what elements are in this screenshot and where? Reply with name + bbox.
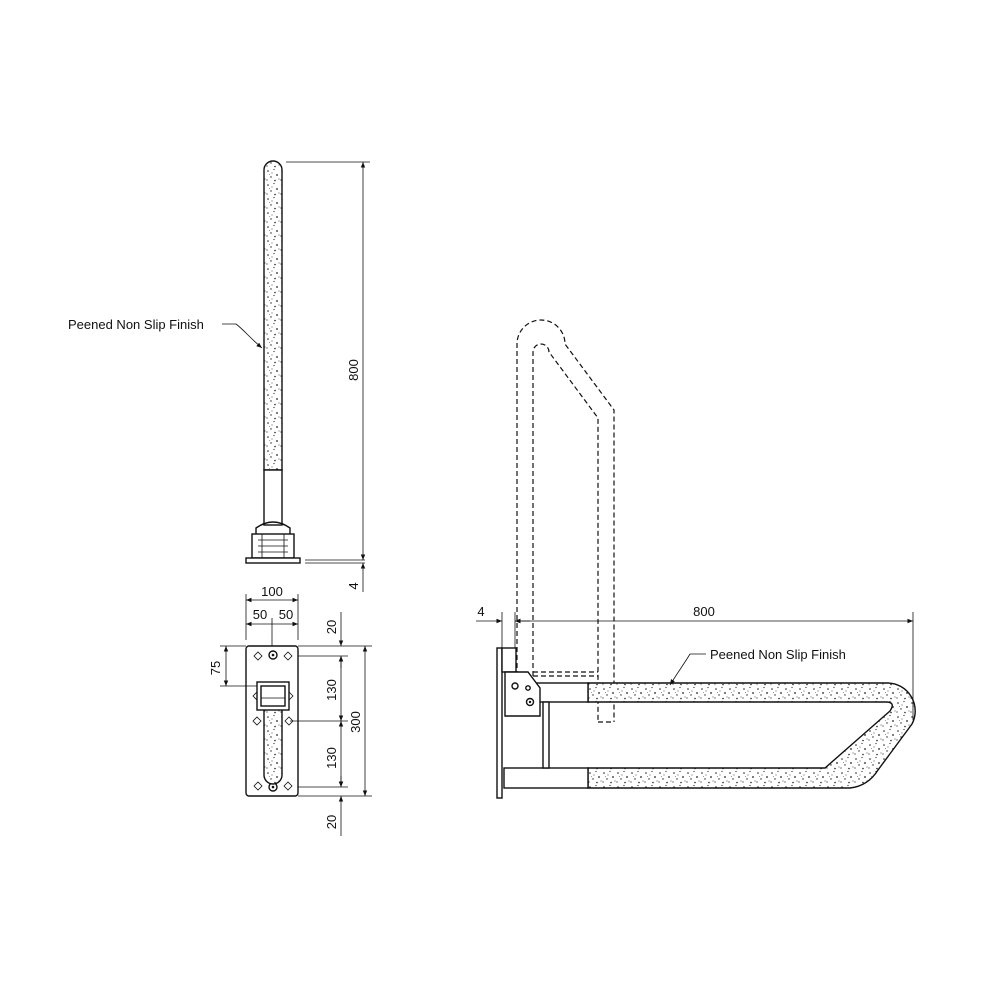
dim-plate-bottom-margin: 20 [324,815,339,829]
plate-screw-tr [283,651,293,661]
arm-wall-plate [496,647,503,799]
plate-view: 100 50 50 75 20 130 130 20 300 [208,584,372,836]
plate-slot [263,699,283,785]
dim-arm-length: 800 [693,604,715,619]
arm-hinge-bracket [504,671,541,717]
arm-tube-plain-lower [503,767,589,789]
dim-plate-total: 300 [348,711,363,733]
plate-screw-br [283,781,293,791]
leader-finish-right [669,653,706,686]
side-bar-textured [263,160,283,471]
arm-wall-stub [501,647,517,673]
dim-plate-half-right: 50 [279,607,293,622]
dim-side-plate: 4 [346,582,361,589]
dim-arm-gap: 4 [477,604,484,619]
label-finish-right: Peened Non Slip Finish [710,647,846,662]
dim-side-height: 800 [346,359,361,381]
arm-tube-plain-upper [535,682,589,703]
arm-raised-outline-inner [532,343,599,722]
dim-plate-upper: 130 [324,679,339,701]
dim-plate-offset: 75 [208,661,223,675]
side-bar-plain-section [263,469,283,526]
side-bracket [255,521,291,540]
hinge-pivot [525,697,535,707]
arm-raised-outline-outer [516,319,615,722]
plate-hole-top [268,650,278,660]
dim-plate-width: 100 [261,584,283,599]
side-base-plate [245,557,301,564]
leader-finish-left [222,323,263,349]
arm-view: 4 800 Peened Non Slip Finish [476,319,916,799]
side-view: 800 4 Peened Non Slip Finish [68,160,370,592]
dim-plate-top-margin: 20 [324,620,339,634]
plate-screw-tl [253,651,263,661]
arm-support-post [542,701,550,769]
plate-screw-bl [253,781,263,791]
arm-tube-textured [587,682,916,789]
dim-plate-half-left: 50 [253,607,267,622]
label-finish-left: Peened Non Slip Finish [68,317,204,332]
dim-plate-lower: 130 [324,747,339,769]
